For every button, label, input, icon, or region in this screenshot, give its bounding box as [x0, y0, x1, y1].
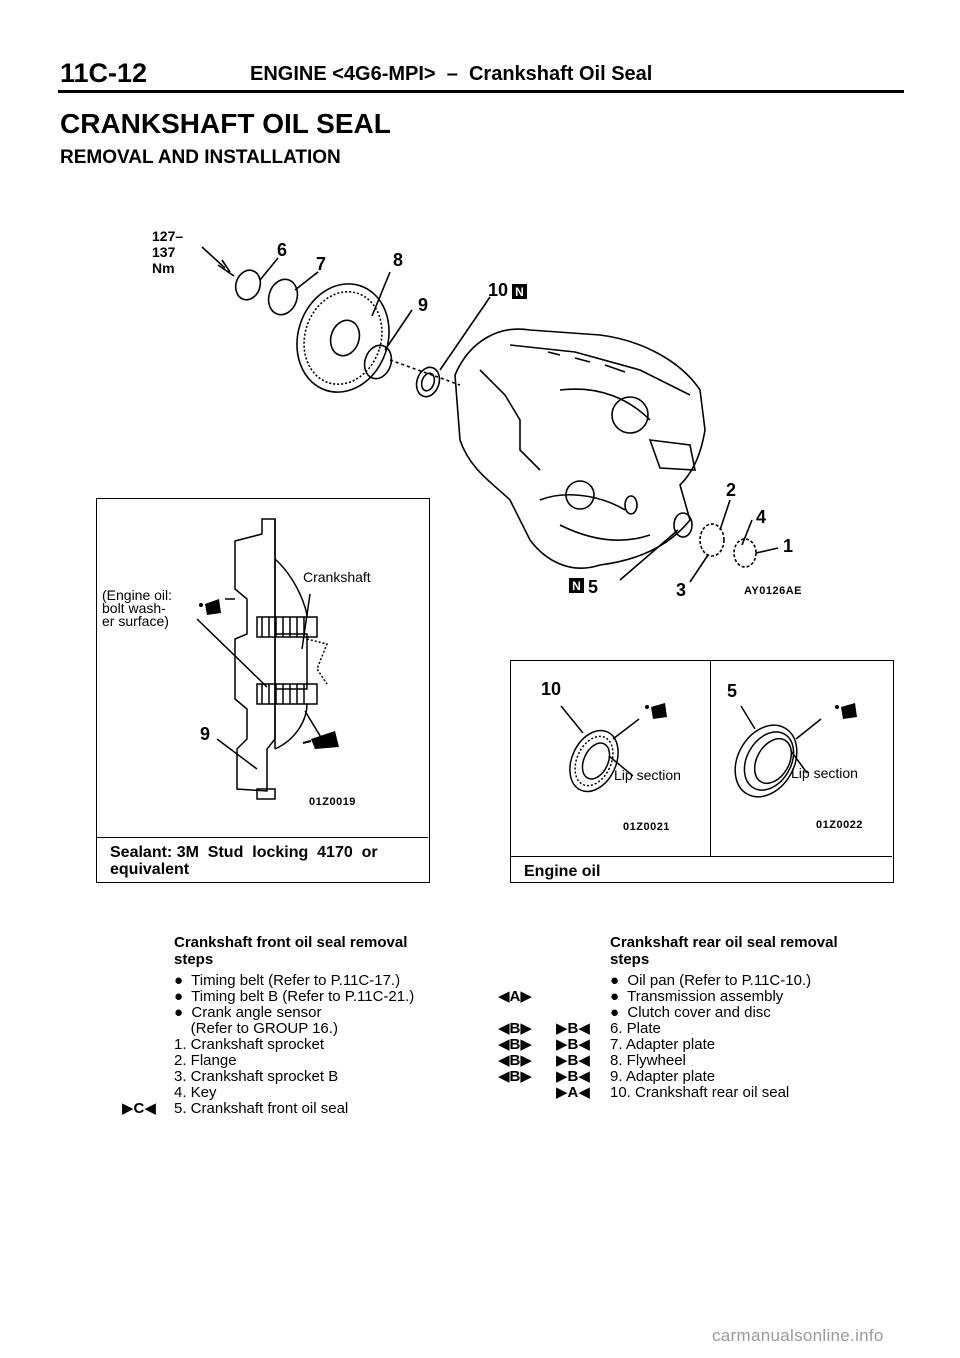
svg-text:N: N — [515, 285, 524, 299]
crankshaft-label: Crankshaft — [303, 569, 371, 585]
rear-steps: Crankshaft rear oil seal removal steps ●… — [610, 934, 910, 1101]
callout-9: 9 — [418, 295, 429, 315]
n-badge-icon: N N — [512, 284, 584, 593]
list-item: 9. Adapter plate — [610, 1068, 716, 1085]
front-steps-title-line: Crankshaft front oil seal removal — [174, 934, 408, 951]
list-item: ● Oil pan (Refer to P.11C-10.) — [610, 972, 812, 989]
list-item: 6. Plate — [610, 1020, 661, 1037]
callout-3: 3 — [676, 580, 687, 600]
sealant-tube-icon — [302, 731, 339, 749]
oil-seal-drawings — [560, 703, 857, 798]
front-steps-title: Crankshaft front oil seal removal steps — [174, 934, 474, 968]
removal-mark-b: ◀B▶ — [498, 1052, 532, 1069]
page-number: 11C-12 — [60, 58, 148, 88]
callout-9-detail: 9 — [200, 724, 211, 744]
removal-mark-b: ◀B▶ — [498, 1068, 532, 1085]
callout-2: 2 — [726, 480, 737, 500]
list-item: 3. Crankshaft sprocket B — [174, 1068, 339, 1085]
front-steps-list: ● Timing belt (Refer to P.11C-17.) ● Tim… — [174, 973, 474, 1117]
oil-can-icon — [199, 599, 221, 615]
callout-10-detail: 10 — [541, 679, 562, 699]
list-item: ● Timing belt B (Refer to P.11C-21.) — [174, 988, 415, 1005]
list-item: ● Transmission assembly — [610, 988, 784, 1005]
callout-5-detail: 5 — [727, 681, 738, 701]
rear-steps-title-line: Crankshaft rear oil seal removal — [610, 934, 838, 951]
callout-7: 7 — [316, 254, 327, 274]
sealant-caption-line: equivalent — [110, 861, 190, 878]
svg-text:N: N — [572, 579, 581, 593]
detail-box-right: 10 Lip section 01Z0021 5 Lip section 01Z… — [510, 660, 894, 883]
section-subtitle: REMOVAL AND INSTALLATION — [60, 147, 341, 168]
running-title: ENGINE <4G6-MPI> – Crankshaft Oil Seal — [250, 63, 653, 85]
list-item: 10. Crankshaft rear oil seal — [610, 1084, 790, 1101]
crankshaft-section-drawing — [196, 518, 339, 800]
list-item: (Refer to GROUP 16.) — [174, 1020, 338, 1037]
header-rule — [58, 90, 904, 93]
callout-1: 1 — [783, 536, 794, 556]
list-item: 1. Crankshaft sprocket — [174, 1036, 325, 1053]
callout-4: 4 — [756, 507, 767, 527]
list-item: 7. Adapter plate — [610, 1036, 716, 1053]
engine-oil-label-line: er surface) — [102, 613, 169, 629]
install-mark-b: ▶B◀ — [556, 1036, 590, 1053]
oil-can-icon — [835, 703, 857, 719]
engine-oil-label: (Engine oil: bolt wash- er surface) — [102, 587, 173, 629]
callout-10: 10 — [488, 280, 509, 300]
oil-can-icon — [645, 703, 667, 719]
figure-code-seal-5: 01Z0022 — [816, 819, 863, 831]
center-divider — [710, 661, 711, 856]
rear-steps-title-line: steps — [610, 951, 650, 968]
install-mark-c: ▶C◀ — [122, 1100, 156, 1117]
list-item: ● Clutch cover and disc — [610, 1004, 771, 1021]
callout-6: 6 — [277, 240, 288, 260]
sealant-caption: Sealant: 3M Stud locking 4170 or equival… — [110, 844, 422, 878]
callout-5: 5 — [588, 577, 599, 597]
install-mark-b: ▶B◀ — [556, 1020, 590, 1037]
watermark: carmanualsonline.info — [712, 1326, 884, 1345]
sealant-caption-line: Sealant: 3M Stud locking 4170 or — [110, 844, 378, 861]
section-title: CRANKSHAFT OIL SEAL — [60, 108, 391, 139]
install-mark-a: ▶A◀ — [556, 1084, 590, 1101]
engine-oil-caption: Engine oil — [524, 863, 601, 880]
rear-steps-list: ● Oil pan (Refer to P.11C-10.) ● Transmi… — [610, 973, 910, 1101]
torque-label: 127–137 Nm — [152, 228, 184, 276]
removal-mark-a: ◀A▶ — [498, 988, 532, 1005]
lip-section-label-left: Lip section — [614, 767, 681, 783]
engine-oil-label-line: bolt wash- — [102, 600, 166, 616]
figure-code-seal-10: 01Z0021 — [623, 821, 670, 833]
list-item: 4. Key — [174, 1084, 217, 1101]
list-item: ● Crank angle sensor — [174, 1004, 322, 1021]
figure-code-left: 01Z0019 — [309, 796, 356, 808]
install-mark-b: ▶B◀ — [556, 1068, 590, 1085]
lip-section-label-right: Lip section — [791, 765, 858, 781]
caption-divider — [97, 837, 428, 838]
list-item: ● Timing belt (Refer to P.11C-17.) — [174, 972, 401, 989]
callout-8: 8 — [393, 250, 404, 270]
detail-box-left: (Engine oil: bolt wash- er surface) Cran… — [96, 498, 430, 883]
removal-mark-b: ◀B▶ — [498, 1020, 532, 1037]
removal-mark-b: ◀B▶ — [498, 1036, 532, 1053]
list-item: 2. Flange — [174, 1052, 237, 1069]
engine-oil-label-line: (Engine oil: — [102, 587, 173, 603]
figure-code: AY0126AE — [744, 585, 803, 597]
caption-divider — [511, 856, 892, 857]
exploded-drawing: N N — [201, 246, 779, 593]
rear-steps-title: Crankshaft rear oil seal removal steps — [610, 934, 910, 968]
front-steps: Crankshaft front oil seal removal steps … — [174, 934, 474, 1117]
install-mark-b: ▶B◀ — [556, 1052, 590, 1069]
list-item: 8. Flywheel — [610, 1052, 686, 1069]
front-steps-title-line: steps — [174, 951, 214, 968]
list-item: 5. Crankshaft front oil seal — [174, 1100, 349, 1117]
